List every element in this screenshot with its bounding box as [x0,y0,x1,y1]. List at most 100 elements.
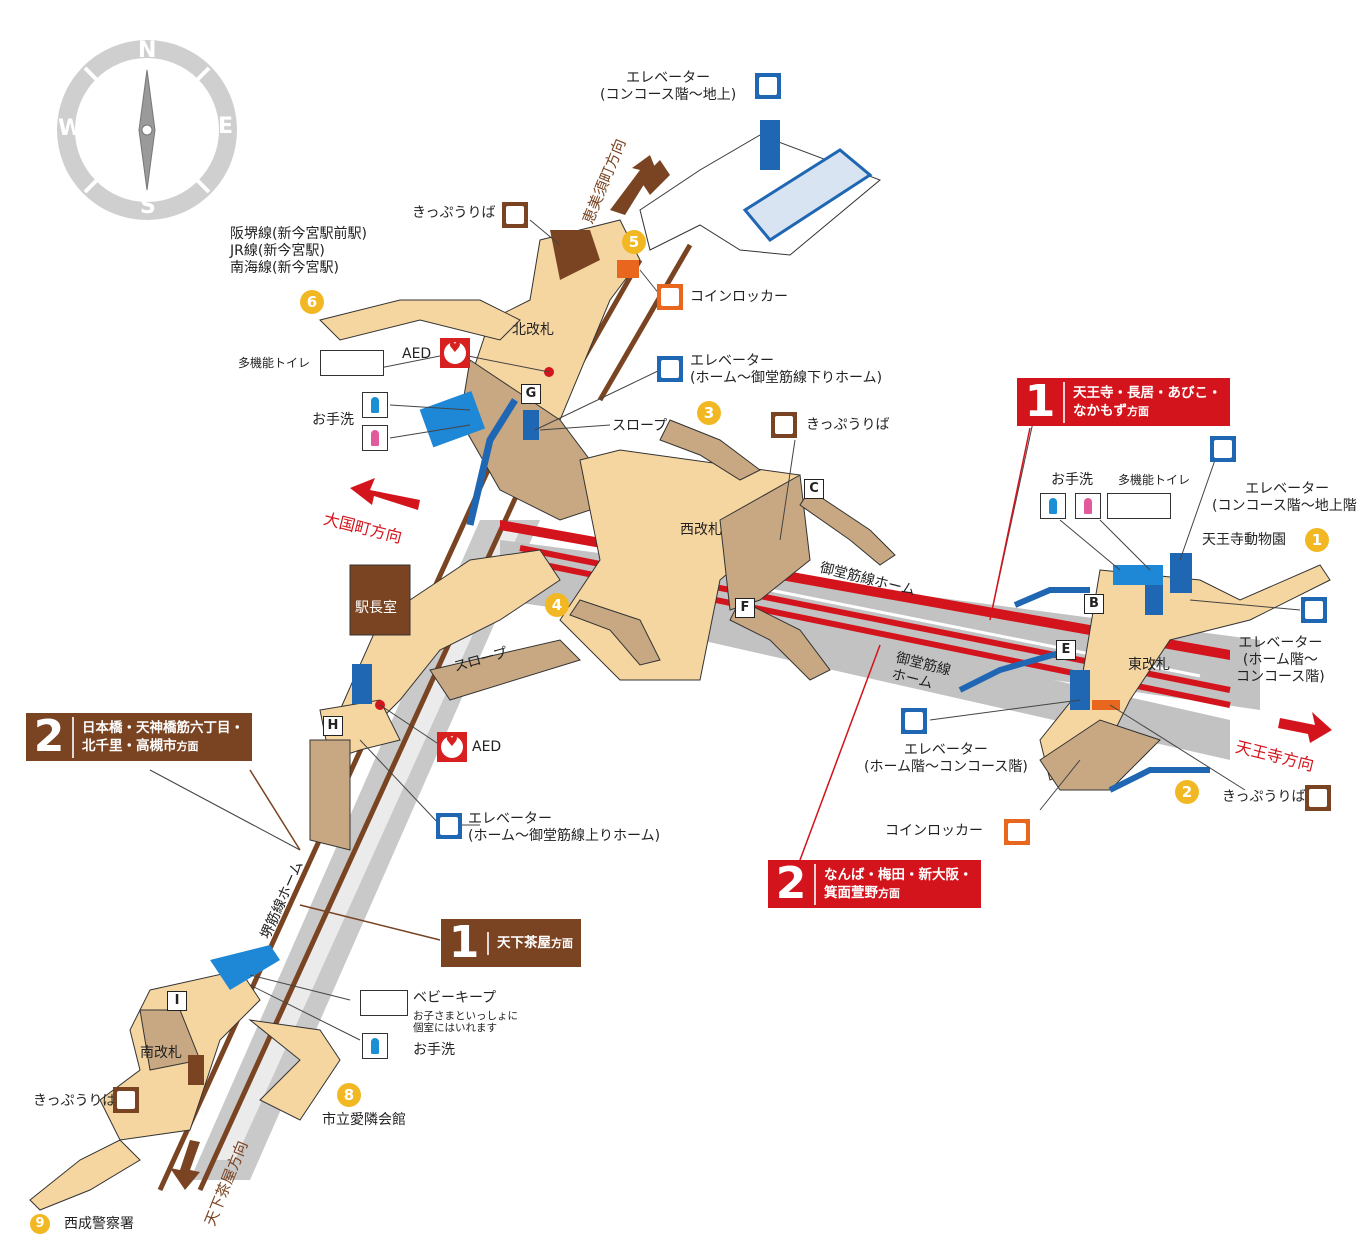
aed-icon [440,338,470,368]
destination-line-1: 天王寺・長居・あびこ・ [1073,384,1222,401]
elevator-top-label: エレベーター (コンコース階～地上) [600,70,737,103]
compass-west: W [58,116,83,141]
exit-9-badge: 9 [30,1214,50,1234]
coin-locker-icon [1004,819,1030,845]
marker-i: I [167,991,187,1011]
platform-destination: 天王寺・長居・あびこ・ なかもず方面 [1063,381,1230,423]
exit-6-badge: 6 [300,290,324,314]
elevator-east-top-label: エレベーター (コンコース階～地上階) [1212,481,1357,514]
direction-suffix: 方面 [176,739,199,753]
elevator-east-low-label: エレベーター (ホーム階～コンコース階) [864,742,1028,775]
coin-locker-icon [657,284,683,310]
elevator-icon [436,813,462,839]
marker-f: F [735,598,755,618]
aed-north-label: AED [402,346,432,362]
elevator-icon [1301,597,1327,623]
womens-restroom-icon [362,425,388,451]
platform-destination: 日本橋・天神橋筋六丁目・ 北千里・高槻市方面 [72,716,252,758]
elevator-g-label: エレベーター (ホーム～御堂筋線下りホーム) [690,353,883,386]
marker-h: H [323,716,343,736]
exit-9-label: 西成警察署 [64,1216,134,1232]
aed-h-label: AED [472,739,502,755]
platform-number: 1 [1024,376,1056,427]
marker-c: C [804,479,824,499]
station-master-label: 駅長室 [355,600,397,616]
coin-north-label: コインロッカー [690,289,788,305]
ticket-icon [771,412,797,438]
elevator-icon [901,708,927,734]
restroom-east-label: お手洗 [1051,472,1093,488]
mens-restroom-icon [362,1033,388,1059]
platform-box-midosuji-2: 2 なんば・梅田・新大阪・ 箕面萱野方面 [768,860,981,908]
platform-box-sakaisuji-2: 2 日本橋・天神橋筋六丁目・ 北千里・高槻市方面 [26,713,252,761]
destination-line-2: 箕面萱野方面 [824,884,973,903]
direction-suffix: 方面 [1127,404,1149,418]
station-master-room [349,564,411,636]
destination-text: 天下茶屋 [497,934,551,951]
platform-number: 2 [775,858,807,909]
womens-restroom-icon [1075,493,1101,519]
direction-suffix: 方面 [878,886,900,900]
elevator-east-mid-label: エレベーター (ホーム階～ コンコース階) [1236,635,1325,685]
exit-1-badge: 1 [1305,528,1329,552]
destination-line-2: 北千里・高槻市方面 [82,737,244,756]
exit-8-badge: 8 [337,1083,361,1107]
compass-south: S [140,194,156,219]
coin-east-label: コインロッカー [885,823,983,839]
ticket-south-label: きっぷうりば [33,1093,117,1109]
destination-text: 箕面萱野 [824,884,878,901]
marker-b: B [1084,594,1104,614]
restroom-south-label: お手洗 [413,1042,455,1058]
ticket-west-label: きっぷうりば [806,417,890,433]
destination-line-2: なかもず方面 [1073,402,1222,421]
multi-toilet-icon [320,350,384,376]
platform-number: 1 [448,917,480,968]
exit-1-label: 天王寺動物園 [1202,532,1286,548]
marker-e: E [1056,640,1076,660]
compass [57,40,237,220]
baby-keep-icon [360,990,408,1016]
platform-box-sakaisuji-1: 1 天下茶屋方面 [441,919,581,967]
gate-north: 北改札 [512,322,554,338]
exit-2-badge: 2 [1175,780,1199,804]
compass-east: E [218,114,234,139]
exit-3-badge: 3 [697,401,721,425]
gate-east: 東改札 [1128,657,1170,673]
platform-number: 2 [33,711,65,762]
ticket-icon [113,1087,139,1113]
exit-6-label: 阪堺線(新今宮駅前駅) JR線(新今宮駅) 南海線(新今宮駅) [230,226,367,276]
exit-8-label: 市立愛隣会館 [322,1112,406,1128]
exit-5-badge: 5 [622,230,646,254]
elevator-icon [755,73,781,99]
platform-destination: 天下茶屋方面 [487,931,581,955]
destination-text: 北千里・高槻市 [82,737,177,754]
aed-icon [437,732,467,762]
direction-suffix: 方面 [551,936,573,950]
gate-west: 西改札 [680,522,722,538]
exit-4-badge: 4 [545,593,569,617]
restroom-north-label: お手洗 [312,412,354,428]
mens-restroom-icon [362,392,388,418]
mens-restroom-icon [1040,493,1066,519]
ticket-icon [502,202,528,228]
baby-keep-note: お子さまといっしょに 個室にはいれます [413,1010,518,1034]
multi-toilet-east-label: 多機能トイレ [1118,473,1191,487]
marker-g: G [521,384,541,404]
ticket-icon [1305,785,1331,811]
multi-toilet-north-label: 多機能トイレ [238,356,311,370]
multi-toilet-icon [1107,493,1171,519]
elevator-icon [1210,436,1236,462]
platform-destination: なんば・梅田・新大阪・ 箕面萱野方面 [814,863,981,905]
destination-line-1: なんば・梅田・新大阪・ [824,866,973,883]
baby-keep-label: ベビーキープ [413,990,497,1006]
gate-south: 南改札 [140,1045,182,1061]
slope-label-1: スロープ [612,418,668,434]
compass-north: N [138,38,157,63]
elevator-h-label: エレベーター (ホーム～御堂筋線上りホーム) [468,811,661,844]
ticket-east-label: きっぷうりば [1222,789,1306,805]
elevator-icon [657,356,683,382]
platform-box-midosuji-1: 1 天王寺・長居・あびこ・ なかもず方面 [1017,378,1230,426]
destination-text: なかもず [1073,402,1127,419]
ticket-north-label: きっぷうりば [412,205,496,221]
